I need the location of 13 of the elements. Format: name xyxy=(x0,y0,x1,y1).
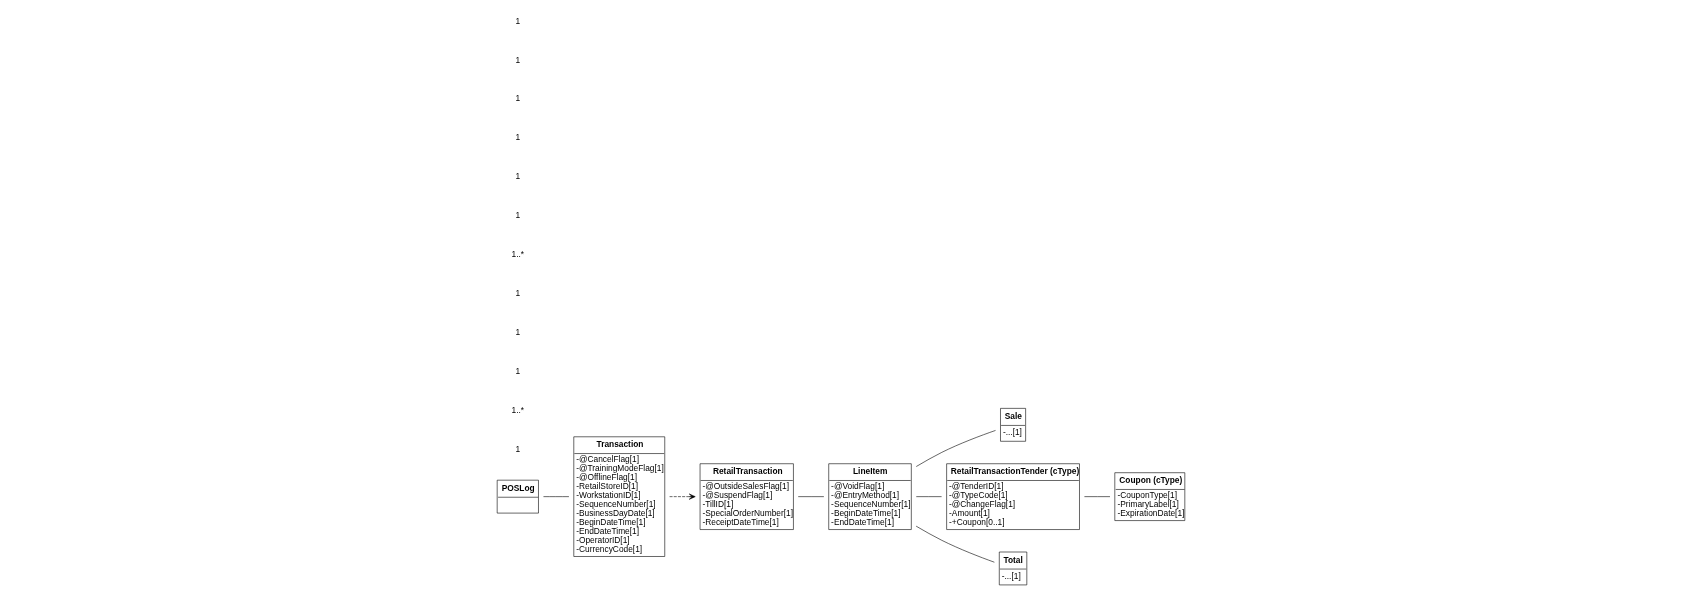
label: 1..* xyxy=(511,404,524,415)
label: 1 xyxy=(515,171,520,182)
arrow xyxy=(668,493,695,500)
label: 1..* xyxy=(511,249,524,260)
label: 1 xyxy=(515,365,520,376)
label: 1 xyxy=(515,210,520,221)
label: 1 xyxy=(515,93,520,104)
label: 1 xyxy=(515,287,520,298)
label: 1 xyxy=(515,326,520,337)
label: 1 xyxy=(515,15,520,26)
label: 1 xyxy=(515,54,520,65)
label: 1 xyxy=(515,132,520,143)
label: 1 xyxy=(515,443,520,454)
